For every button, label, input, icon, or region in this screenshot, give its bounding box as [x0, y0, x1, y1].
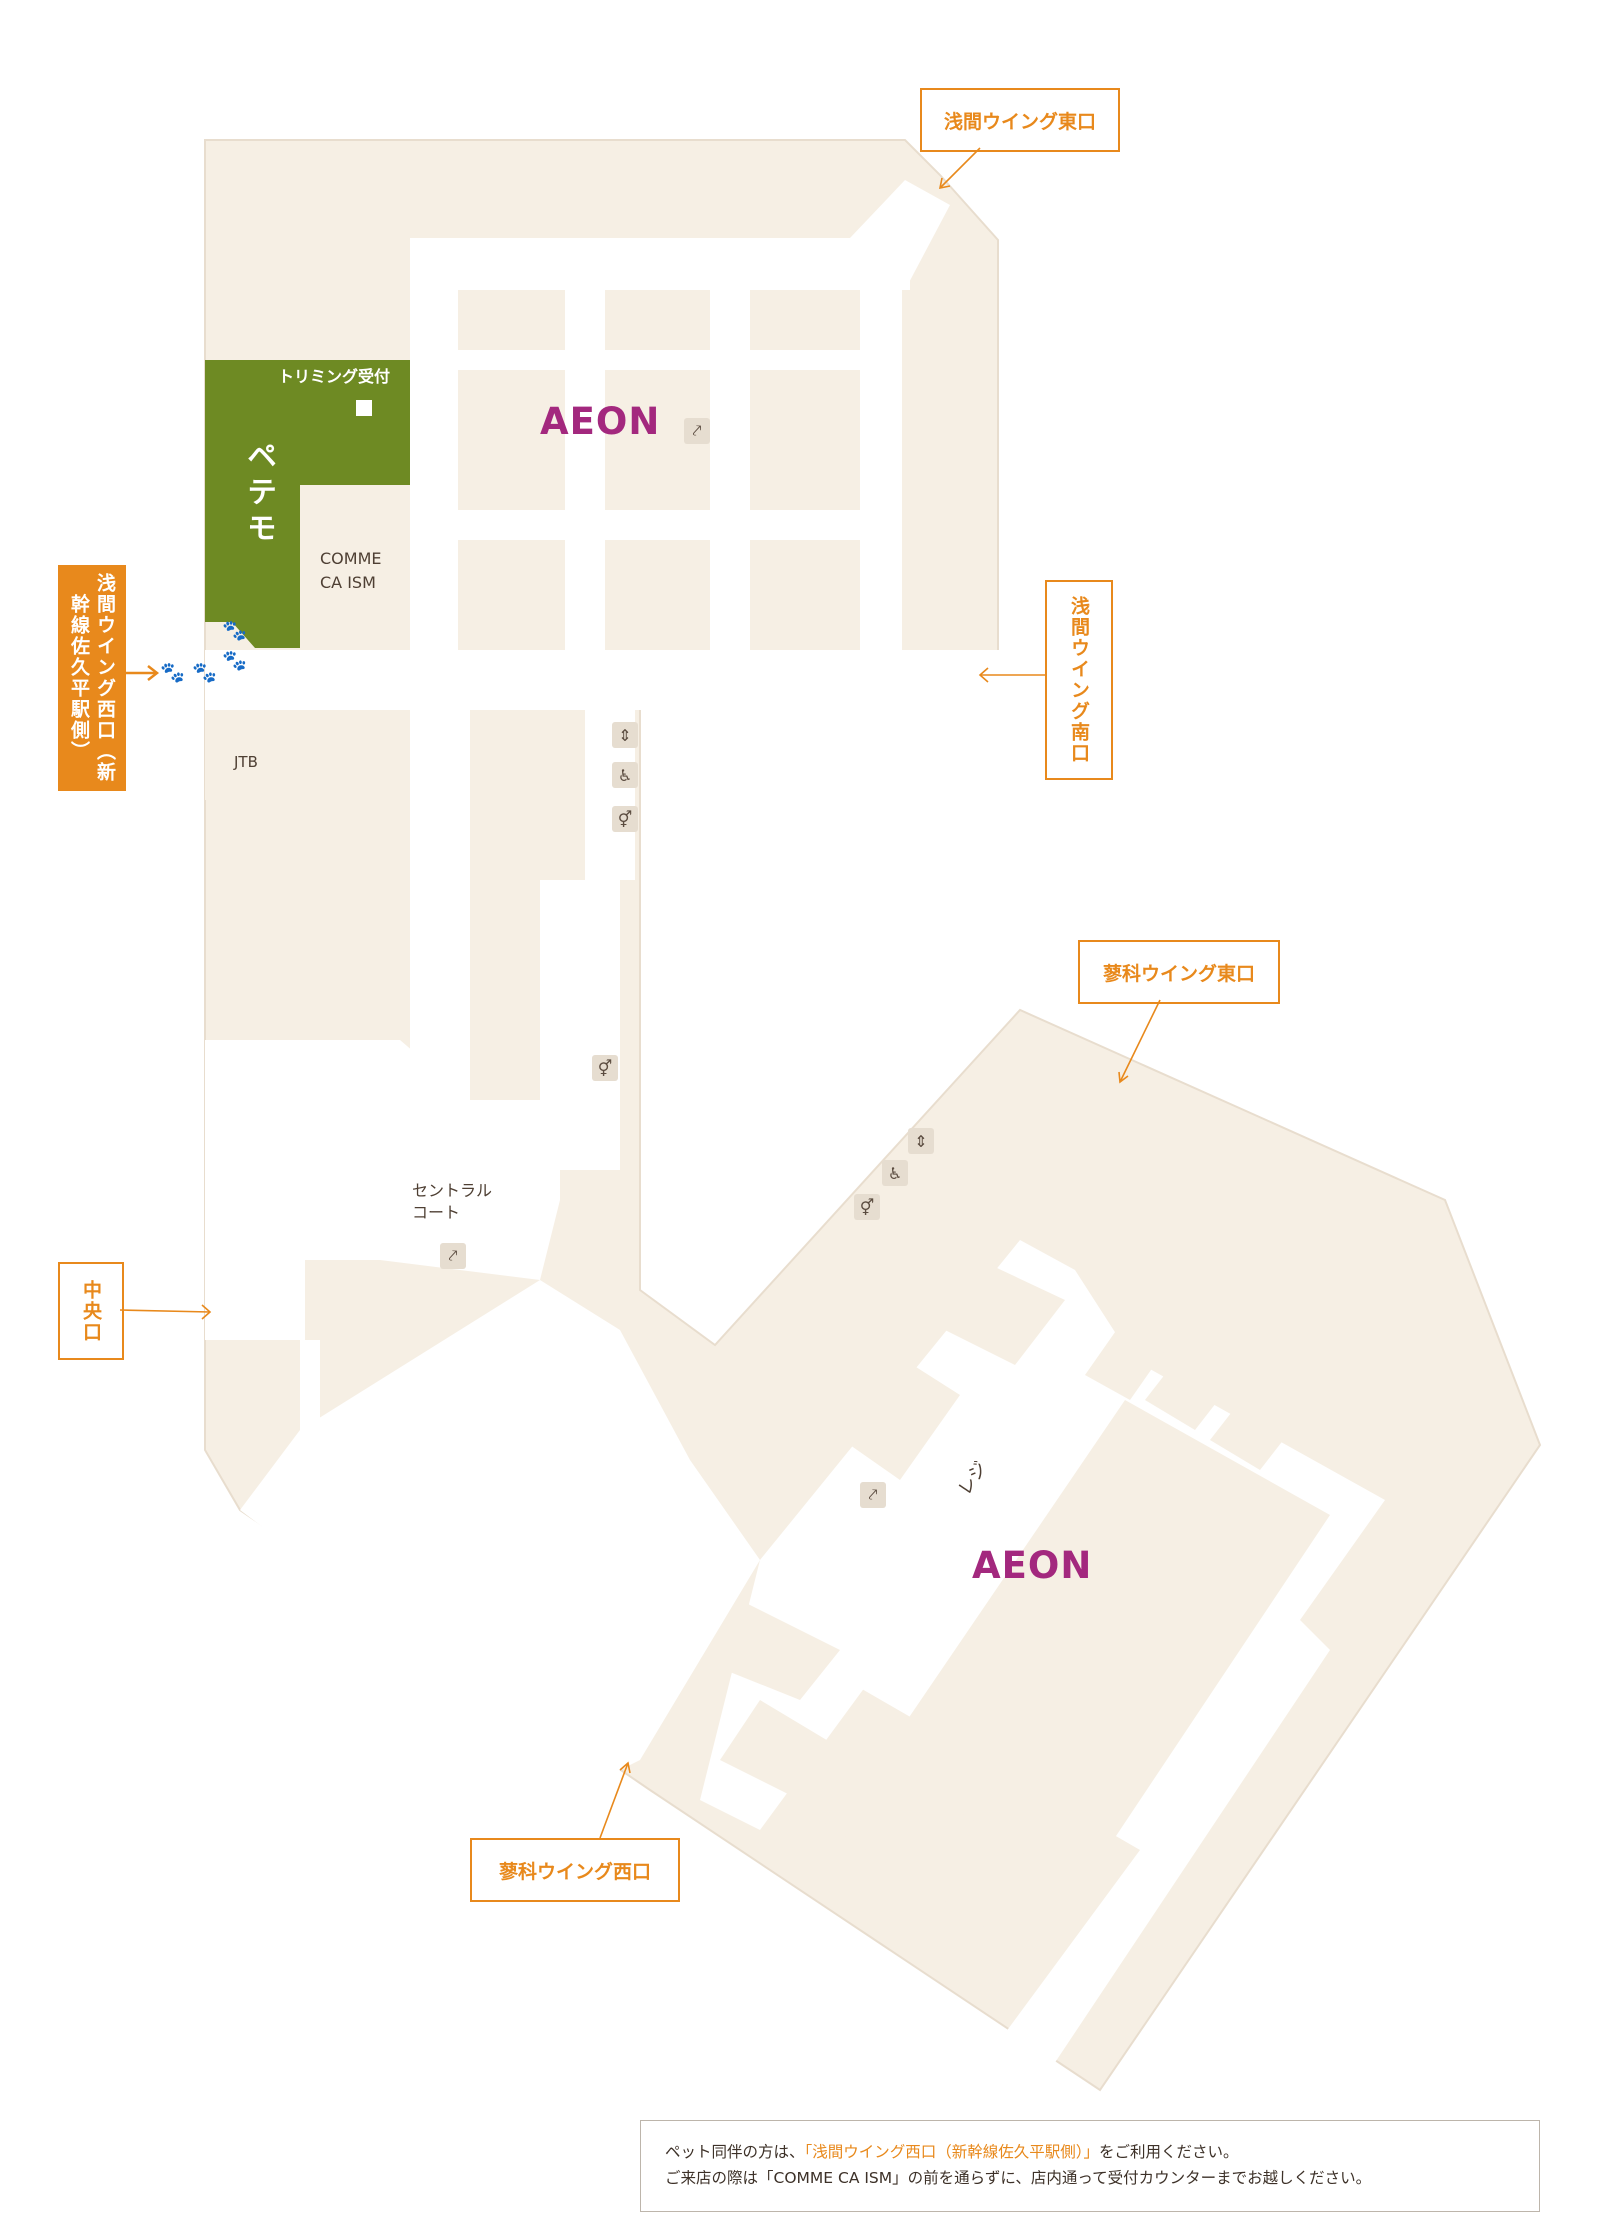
paw-icon: 🐾 — [192, 660, 217, 684]
aeon-south-block-f — [700, 1600, 840, 1700]
paw-icon: 🐾 — [222, 618, 247, 642]
elevator-icon[interactable]: ⇕ — [908, 1128, 934, 1154]
entrance-asama-south[interactable]: 浅間ウイング南口 — [1045, 580, 1113, 780]
escalator-icon[interactable]: ⤤ — [440, 1243, 466, 1269]
aeon-south-block-e — [1210, 1395, 1295, 1470]
aeon-south-block-d — [1145, 1355, 1230, 1430]
comme-ca-ism-shop[interactable] — [305, 488, 407, 646]
paw-icon: 🐾 — [222, 648, 247, 672]
trimming-counter-marker — [356, 400, 372, 416]
entrance-asama-west[interactable]: 浅間ウイング西口（新幹線佐久平駅側） — [58, 565, 126, 791]
corridor-v2 — [710, 238, 750, 658]
corridor-west-east — [205, 650, 1000, 710]
aeon-south-logo[interactable]: AEON — [972, 1544, 1093, 1587]
corridor-cross-2 — [410, 510, 890, 540]
central-court-label-line2: コート — [412, 1203, 461, 1222]
aeon-north-logo[interactable]: AEON — [540, 400, 661, 443]
corridor-cross-1 — [410, 350, 890, 370]
corridor-central-entrance — [205, 1260, 305, 1340]
corridor-north-left — [410, 238, 458, 658]
corridor-south-diagonal — [240, 1280, 760, 1780]
aeon-south-block-c — [1085, 1325, 1165, 1400]
petemo-label: ペテモ — [241, 440, 276, 548]
corridor-center-vertical — [410, 650, 470, 1100]
corridor-central-court — [205, 1040, 560, 1280]
jtb-label: JTB — [234, 753, 258, 771]
petemo-shop-area[interactable] — [205, 360, 410, 648]
entrance-tateshina-west[interactable]: 蓼科ウイング西口 — [470, 1838, 680, 1902]
corridor-ne-diagonal — [850, 180, 950, 290]
corridor-south-vertical — [300, 1340, 320, 1430]
restroom-icon[interactable]: ⚥ — [854, 1194, 880, 1220]
entrance-central[interactable]: 中央口 — [58, 1262, 124, 1360]
aeon-south-block-g — [720, 1700, 860, 1810]
restroom-icon[interactable]: ⚥ — [612, 806, 638, 832]
aeon-south-block-b — [935, 1260, 1065, 1365]
aeon-south-block-a — [850, 1360, 960, 1480]
corridor-v1 — [565, 238, 605, 658]
elevator-icon[interactable]: ⇕ — [612, 722, 638, 748]
jtb-shop[interactable] — [205, 710, 325, 800]
escalator-icon[interactable]: ⤤ — [684, 418, 710, 444]
note-line1: ペット同伴の方は、「浅間ウイング西口（新幹線佐久平駅側）」をご利用ください。 — [665, 2143, 1239, 2161]
restroom-icon[interactable]: ⚥ — [592, 1055, 618, 1081]
paw-icon: 🐾 — [160, 660, 185, 684]
escalator-icon[interactable]: ⤤ — [860, 1482, 886, 1508]
aeon-south-floor — [880, 1400, 1330, 1890]
wheelchair-icon[interactable]: ♿ — [612, 762, 638, 788]
comme-ca-ism-label-line2: CA ISM — [320, 573, 376, 592]
corridor-v3 — [860, 238, 902, 658]
central-court-label-line1: セントラル — [412, 1181, 493, 1200]
entrance-tateshina-east[interactable]: 蓼科ウイング東口 — [1078, 940, 1280, 1004]
wheelchair-icon[interactable]: ♿ — [882, 1160, 908, 1186]
entrance-asama-east[interactable]: 浅間ウイング東口 — [920, 88, 1120, 152]
comme-ca-ism-label-line1: COMME — [320, 549, 382, 568]
corridor-north-main — [410, 238, 910, 290]
trimming-label: トリミング受付 — [278, 367, 391, 386]
aeon-south-block-h — [820, 1760, 1060, 1950]
note-line2: ご来店の際は「COMME CA ISM」の前を通らずに、店内通って受付カウンター… — [665, 2169, 1372, 2187]
pet-visitor-note: ペット同伴の方は、「浅間ウイング西口（新幹線佐久平駅側）」をご利用ください。 ご… — [640, 2120, 1540, 2212]
